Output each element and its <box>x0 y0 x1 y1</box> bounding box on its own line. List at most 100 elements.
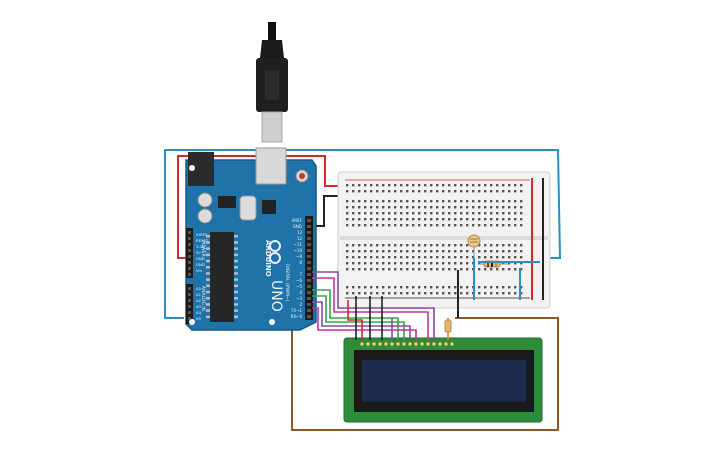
breadboard-hole[interactable] <box>370 256 373 259</box>
breadboard-hole[interactable] <box>400 184 403 187</box>
breadboard-hole[interactable] <box>406 268 409 271</box>
breadboard-hole[interactable] <box>364 286 367 289</box>
breadboard-hole[interactable] <box>442 200 445 203</box>
breadboard-hole[interactable] <box>394 206 397 209</box>
header-pin[interactable] <box>307 237 311 240</box>
breadboard[interactable] <box>337 171 551 309</box>
breadboard-hole[interactable] <box>484 184 487 187</box>
breadboard-hole[interactable] <box>406 218 409 221</box>
header-pin[interactable] <box>307 267 311 270</box>
breadboard-hole[interactable] <box>436 184 439 187</box>
breadboard-hole[interactable] <box>466 224 469 227</box>
breadboard-hole[interactable] <box>514 224 517 227</box>
breadboard-hole[interactable] <box>418 256 421 259</box>
breadboard-hole[interactable] <box>496 256 499 259</box>
breadboard-hole[interactable] <box>466 244 469 247</box>
breadboard-hole[interactable] <box>364 200 367 203</box>
header-pin[interactable] <box>307 303 311 306</box>
breadboard-hole[interactable] <box>400 256 403 259</box>
breadboard-hole[interactable] <box>358 224 361 227</box>
breadboard-hole[interactable] <box>406 206 409 209</box>
header-pin[interactable] <box>307 291 311 294</box>
breadboard-hole[interactable] <box>382 206 385 209</box>
breadboard-hole[interactable] <box>454 262 457 265</box>
breadboard-hole[interactable] <box>424 190 427 193</box>
breadboard-hole[interactable] <box>430 262 433 265</box>
breadboard-hole[interactable] <box>412 262 415 265</box>
lcd-pin[interactable] <box>425 341 431 347</box>
breadboard-hole[interactable] <box>412 286 415 289</box>
breadboard-hole[interactable] <box>418 250 421 253</box>
breadboard-hole[interactable] <box>496 212 499 215</box>
breadboard-hole[interactable] <box>460 206 463 209</box>
breadboard-hole[interactable] <box>424 212 427 215</box>
breadboard-hole[interactable] <box>412 212 415 215</box>
breadboard-hole[interactable] <box>352 184 355 187</box>
breadboard-hole[interactable] <box>496 184 499 187</box>
breadboard-hole[interactable] <box>514 218 517 221</box>
breadboard-hole[interactable] <box>460 292 463 295</box>
breadboard-hole[interactable] <box>382 224 385 227</box>
breadboard-hole[interactable] <box>514 292 517 295</box>
header-pin[interactable] <box>188 267 191 270</box>
breadboard-hole[interactable] <box>478 268 481 271</box>
header-pin[interactable] <box>307 285 311 288</box>
breadboard-hole[interactable] <box>364 184 367 187</box>
breadboard-hole[interactable] <box>490 256 493 259</box>
breadboard-hole[interactable] <box>418 292 421 295</box>
breadboard-hole[interactable] <box>448 292 451 295</box>
breadboard-hole[interactable] <box>496 286 499 289</box>
breadboard-hole[interactable] <box>484 292 487 295</box>
breadboard-hole[interactable] <box>454 244 457 247</box>
breadboard-hole[interactable] <box>466 218 469 221</box>
breadboard-hole[interactable] <box>484 244 487 247</box>
breadboard-hole[interactable] <box>400 218 403 221</box>
breadboard-hole[interactable] <box>418 212 421 215</box>
lcd-pin[interactable] <box>443 341 449 347</box>
breadboard-hole[interactable] <box>388 256 391 259</box>
breadboard-hole[interactable] <box>364 262 367 265</box>
breadboard-hole[interactable] <box>502 256 505 259</box>
breadboard-hole[interactable] <box>364 256 367 259</box>
wire-red-5v[interactable] <box>177 155 345 259</box>
lcd-signal-wire[interactable] <box>347 300 363 340</box>
breadboard-hole[interactable] <box>454 250 457 253</box>
lcd-pin[interactable] <box>395 341 401 347</box>
breadboard-hole[interactable] <box>490 224 493 227</box>
breadboard-hole[interactable] <box>382 256 385 259</box>
breadboard-hole[interactable] <box>436 190 439 193</box>
lcd-pin[interactable] <box>413 341 419 347</box>
breadboard-hole[interactable] <box>370 224 373 227</box>
breadboard-hole[interactable] <box>394 190 397 193</box>
wire-brown-lcd[interactable] <box>291 317 559 431</box>
breadboard-hole[interactable] <box>406 190 409 193</box>
breadboard-hole[interactable] <box>478 218 481 221</box>
breadboard-hole[interactable] <box>484 212 487 215</box>
wire-black-gnd[interactable] <box>316 195 345 227</box>
breadboard-hole[interactable] <box>358 292 361 295</box>
breadboard-hole[interactable] <box>376 190 379 193</box>
breadboard-hole[interactable] <box>418 218 421 221</box>
breadboard-hole[interactable] <box>394 218 397 221</box>
breadboard-hole[interactable] <box>346 224 349 227</box>
breadboard-hole[interactable] <box>418 262 421 265</box>
breadboard-hole[interactable] <box>490 212 493 215</box>
breadboard-hole[interactable] <box>388 262 391 265</box>
header-pin[interactable] <box>307 225 311 228</box>
breadboard-hole[interactable] <box>346 200 349 203</box>
lcd-signal-wire[interactable] <box>312 307 417 340</box>
breadboard-hole[interactable] <box>484 256 487 259</box>
lcd-pin[interactable] <box>449 341 455 347</box>
breadboard-hole[interactable] <box>388 190 391 193</box>
breadboard-hole[interactable] <box>364 250 367 253</box>
breadboard-hole[interactable] <box>502 206 505 209</box>
breadboard-hole[interactable] <box>358 244 361 247</box>
breadboard-hole[interactable] <box>394 268 397 271</box>
breadboard-hole[interactable] <box>346 190 349 193</box>
header-pin[interactable] <box>307 231 311 234</box>
breadboard-hole[interactable] <box>502 262 505 265</box>
breadboard-hole[interactable] <box>382 190 385 193</box>
breadboard-hole[interactable] <box>418 184 421 187</box>
breadboard-hole[interactable] <box>472 218 475 221</box>
breadboard-hole[interactable] <box>442 224 445 227</box>
